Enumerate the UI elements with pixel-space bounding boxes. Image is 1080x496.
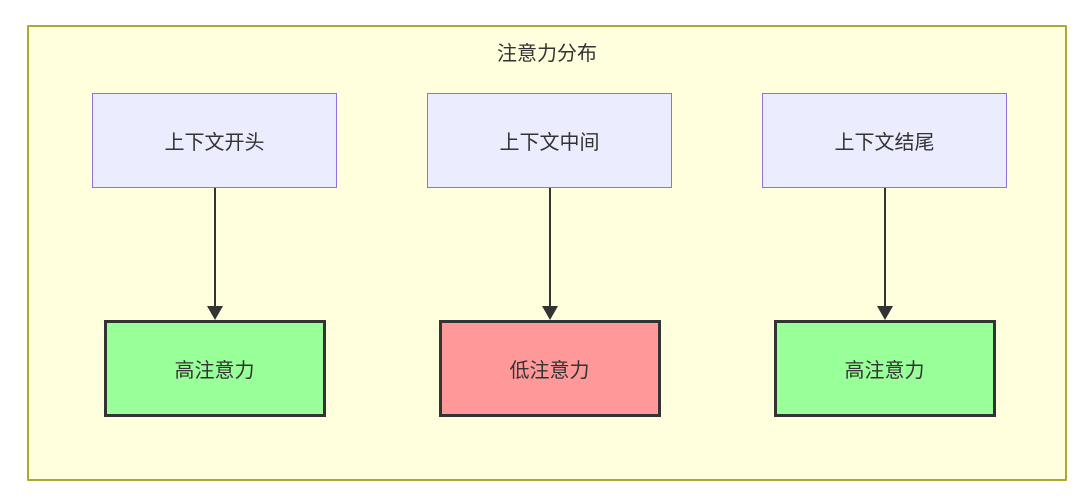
arrow-line	[213, 188, 216, 306]
node-label: 高注意力	[844, 360, 925, 382]
cluster-title: 注意力分布	[497, 43, 597, 65]
arrow-down-icon	[876, 188, 893, 320]
node-label: 上下文结尾	[834, 132, 935, 154]
flow-column-end: 上下文结尾 高注意力	[762, 93, 1007, 417]
flow-column-begin: 上下文开头 高注意力	[92, 93, 337, 417]
node-label: 高注意力	[174, 360, 255, 382]
node-context-middle: 上下文中间	[427, 93, 672, 188]
node-label: 低注意力	[509, 360, 590, 382]
arrow-down-icon	[541, 188, 558, 320]
node-low-attention-middle: 低注意力	[438, 320, 661, 417]
arrow-line	[883, 188, 886, 306]
flow-column-middle: 上下文中间 低注意力	[427, 93, 672, 417]
node-context-begin: 上下文开头	[92, 93, 337, 188]
arrow-head	[541, 306, 558, 320]
arrow-head	[876, 306, 893, 320]
node-label: 上下文开头	[164, 132, 265, 154]
node-label: 上下文中间	[499, 132, 600, 154]
node-high-attention-end: 高注意力	[773, 320, 996, 417]
arrow-head	[206, 306, 223, 320]
node-context-end: 上下文结尾	[762, 93, 1007, 188]
arrow-down-icon	[206, 188, 223, 320]
node-high-attention-begin: 高注意力	[103, 320, 326, 417]
attention-distribution-cluster: 注意力分布 上下文开头 高注意力 上下文中间 低注意力	[27, 25, 1067, 481]
arrow-line	[548, 188, 551, 306]
